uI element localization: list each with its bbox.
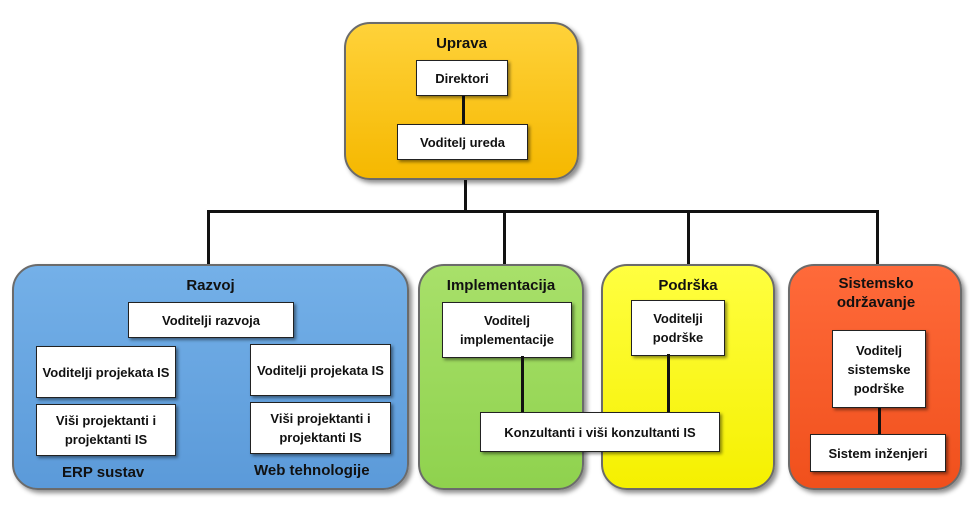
- group-implementacija: Implementacija Voditelj implementacije: [418, 264, 584, 490]
- connector-podrska-konzultanti: [667, 354, 670, 414]
- box-web-voditelji-projekata: Voditelji projekata IS: [250, 344, 391, 396]
- box-sistem-inzenjeri: Sistem inženjeri: [810, 434, 946, 472]
- group-uprava: Uprava Direktori Voditelj ureda: [344, 22, 579, 180]
- box-web-visi-projektanti: Viši projektanti i projektanti IS: [250, 402, 391, 454]
- box-voditelj-sistemske-podrske: Voditelj sistemske podrške: [832, 330, 926, 408]
- connector-razvoj: [207, 210, 210, 265]
- connector-implementacija: [503, 210, 506, 265]
- box-voditelji-razvoja: Voditelji razvoja: [128, 302, 294, 338]
- uprava-title: Uprava: [436, 35, 487, 52]
- box-erp-voditelji-projekata: Voditelji projekata IS: [36, 346, 176, 398]
- group-sistemsko-odrzavanje: Sistemsko održavanje Voditelj sistemske …: [788, 264, 962, 490]
- group-podrska: Podrška Voditelji podrške: [601, 264, 775, 490]
- podrska-title: Podrška: [658, 277, 718, 294]
- connector-podrska: [687, 210, 690, 265]
- connector-impl-konzultanti: [521, 356, 524, 414]
- implementacija-title: Implementacija: [446, 277, 556, 294]
- razvoj-title: Razvoj: [186, 277, 235, 294]
- label-web-tehnologije: Web tehnologije: [254, 462, 370, 479]
- group-razvoj: Razvoj Voditelji razvoja Voditelji proje…: [12, 264, 409, 490]
- box-erp-visi-projektanti: Viši projektanti i projektanti IS: [36, 404, 176, 456]
- box-konzultanti: Konzultanti i viši konzultanti IS: [480, 412, 720, 452]
- box-direktori: Direktori: [416, 60, 508, 96]
- connector-direktori-ured: [462, 94, 465, 130]
- box-voditelj-implementacije: Voditelj implementacije: [442, 302, 572, 358]
- box-voditelj-ureda: Voditelj ureda: [397, 124, 528, 160]
- sistemsko-title: Sistemsko održavanje: [836, 275, 916, 311]
- box-voditelji-podrske: Voditelji podrške: [631, 300, 725, 356]
- connector-horizontal-bus: [207, 210, 879, 213]
- connector-sistemsko: [876, 210, 879, 265]
- connector-voditelj-inzenjeri: [878, 406, 881, 436]
- label-erp-sustav: ERP sustav: [62, 464, 145, 481]
- connector-trunk: [464, 180, 467, 212]
